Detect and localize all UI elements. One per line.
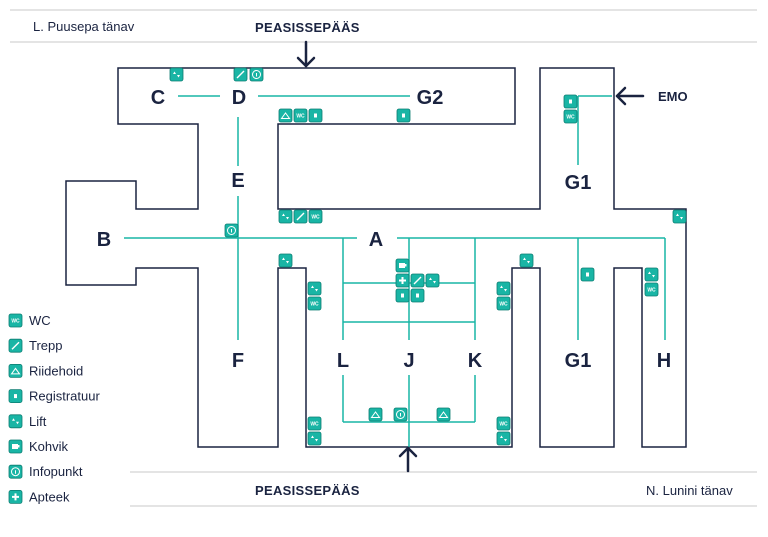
corridors [124,95,666,447]
wing-label-g1-bottom: G1 [565,350,592,372]
map-lift-icon [496,281,511,296]
map-icons: WC WC WC WC WC WC WC WC [169,67,687,446]
stairs-icon [8,338,23,353]
map-lift-icon [425,273,440,288]
map-stairs-icon [293,209,308,224]
map-wardrobe-icon [278,108,293,123]
legend-item-wc: WC WC [8,313,51,328]
wardrobe-icon [8,363,23,378]
legend-label: WC [29,313,51,328]
map-pharmacy-icon [395,273,410,288]
building-outline [65,67,687,448]
map-wc-icon: WC [307,296,322,311]
wing-label-g2: G2 [417,87,444,109]
map-lift-icon [644,267,659,282]
legend-label: Riidehoid [29,363,83,378]
entrance-arrow-top [296,40,316,68]
entrance-label-emo: EMO [658,89,688,104]
map-wc-icon: WC [307,416,322,431]
map-registry-icon [396,108,411,123]
wing-label-a: A [369,229,383,251]
map-wc-icon: WC [563,109,578,124]
svg-text:WC: WC [311,215,320,221]
legend-label: Apteek [29,489,70,504]
map-registry-icon [410,288,425,303]
legend-item-stairs: Trepp [8,338,62,353]
legend-item-registry: Registratuur [8,389,100,404]
map-lift-icon [496,431,511,446]
map-info-icon [224,223,239,238]
wing-label-k: K [468,350,483,372]
map-wc-icon: WC [496,296,511,311]
map-wc-icon: WC [644,282,659,297]
street-lines [10,9,757,507]
svg-text:WC: WC [11,319,20,325]
map-stairs-icon [233,67,248,82]
legend-label: Infopunkt [29,464,83,479]
wing-label-j: J [403,350,414,372]
map-lift-icon [278,253,293,268]
map-lift-icon [307,431,322,446]
svg-text:WC: WC [499,422,508,428]
street-name-top-left: L. Puusepa tänav [33,19,135,34]
map-registry-icon [563,94,578,109]
map-lift-icon [169,67,184,82]
wing-label-b: B [97,229,111,251]
entrance-label-top: PEASISSEPÄÄS [255,20,360,35]
cafe-icon [8,439,23,454]
legend-item-cafe: Kohvik [8,439,69,454]
legend: WC WC TreppRiidehoidRegistratuurLiftKohvik… [8,313,100,504]
wing-label-f: F [232,350,244,372]
legend-label: Registratuur [29,389,100,404]
svg-text:WC: WC [296,114,305,120]
map-lift-icon [278,209,293,224]
svg-text:WC: WC [499,302,508,308]
legend-item-wardrobe: Riidehoid [8,363,83,378]
map-wc-icon: WC [308,209,323,224]
svg-text:WC: WC [310,302,319,308]
map-lift-icon [519,253,534,268]
wing-label-l: L [337,350,349,372]
wing-label-g1-top: G1 [565,172,592,194]
legend-item-info: Infopunkt [8,464,83,479]
wing-label-c: C [151,87,165,109]
map-lift-icon [672,209,687,224]
svg-text:WC: WC [647,288,656,294]
registry-icon [8,389,23,404]
wing-label-h: H [657,350,671,372]
wing-label-e: E [231,170,244,192]
map-info-icon [393,407,408,422]
map-registry-icon [308,108,323,123]
legend-label: Lift [29,414,47,429]
map-registry-icon [580,267,595,282]
legend-label: Trepp [29,338,62,353]
entrance-label-bottom: PEASISSEPÄÄS [255,483,360,498]
wc-icon: WC [8,313,23,328]
map-wc-icon: WC [293,108,308,123]
svg-text:WC: WC [566,115,575,121]
lift-icon [8,414,23,429]
map-wc-icon: WC [496,416,511,431]
info-icon [8,464,23,479]
legend-label: Kohvik [29,439,69,454]
legend-item-lift: Lift [8,414,47,429]
street-name-bottom-right: N. Lunini tänav [646,483,733,498]
map-cafe-icon [395,258,410,273]
entrance-arrow-bottom [398,446,418,473]
map-lift-icon [307,281,322,296]
svg-text:WC: WC [310,422,319,428]
map-wardrobe-icon [436,407,451,422]
map-wardrobe-icon [368,407,383,422]
map-stairs-icon [410,273,425,288]
pharmacy-icon [8,489,23,504]
wing-label-d: D [232,87,246,109]
map-registry-icon [395,288,410,303]
map-info-icon [249,67,264,82]
entrance-arrow-emo [615,86,645,106]
legend-item-pharmacy: Apteek [8,489,70,504]
